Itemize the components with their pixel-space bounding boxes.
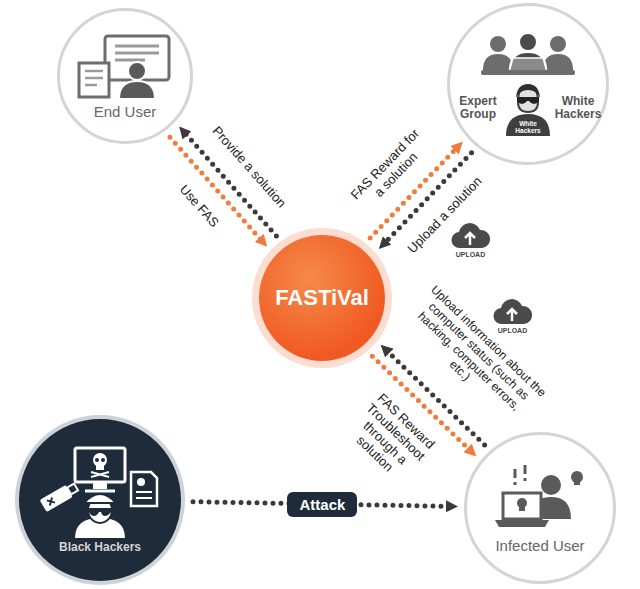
node-label: White Hackers [552,95,604,121]
infected-user-icon [485,463,595,533]
node-label: Infected User [495,537,584,554]
node-circle: Black Hackers [15,415,185,585]
upload-icon: UPLOAD [492,298,532,334]
upload-label: UPLOAD [456,251,486,258]
white-hacker-figure: White Hackers [504,80,552,136]
upload-label: UPLOAD [498,327,528,334]
edge-label: Upload information about the computer st… [399,283,549,430]
upload-icon: UPLOAD [450,222,490,258]
node-label: Expert Group [452,95,504,121]
node-circle: End User [57,8,193,144]
edge-label: Use FAS [176,182,221,230]
edge-label: Provide a solution [208,124,288,211]
black-hacker-icon [35,446,165,538]
node-label: Black Hackers [59,540,141,554]
attack-label: Attack [287,492,357,517]
edge-label: FAS Reward Troubleshoot through a soluti… [333,382,446,494]
expert-group-icon [473,32,583,78]
node-circle: FASTiVal [259,235,385,361]
node-circle: Expert Group White HackersWhite Hackers [447,3,609,165]
badge-label: White Hackers [512,121,544,134]
upload-cloud [450,222,490,250]
edge-label: FAS Reward for a solution [349,126,434,213]
node-label: FASTiVal [275,285,369,311]
flow-arrow [170,137,263,242]
expert-row: Expert Group White HackersWhite Hackers [452,80,604,136]
upload-cloud [492,298,532,326]
node-label: End User [94,103,157,120]
node-circle: Infected User [464,432,616,584]
end-user-icon [75,33,175,99]
